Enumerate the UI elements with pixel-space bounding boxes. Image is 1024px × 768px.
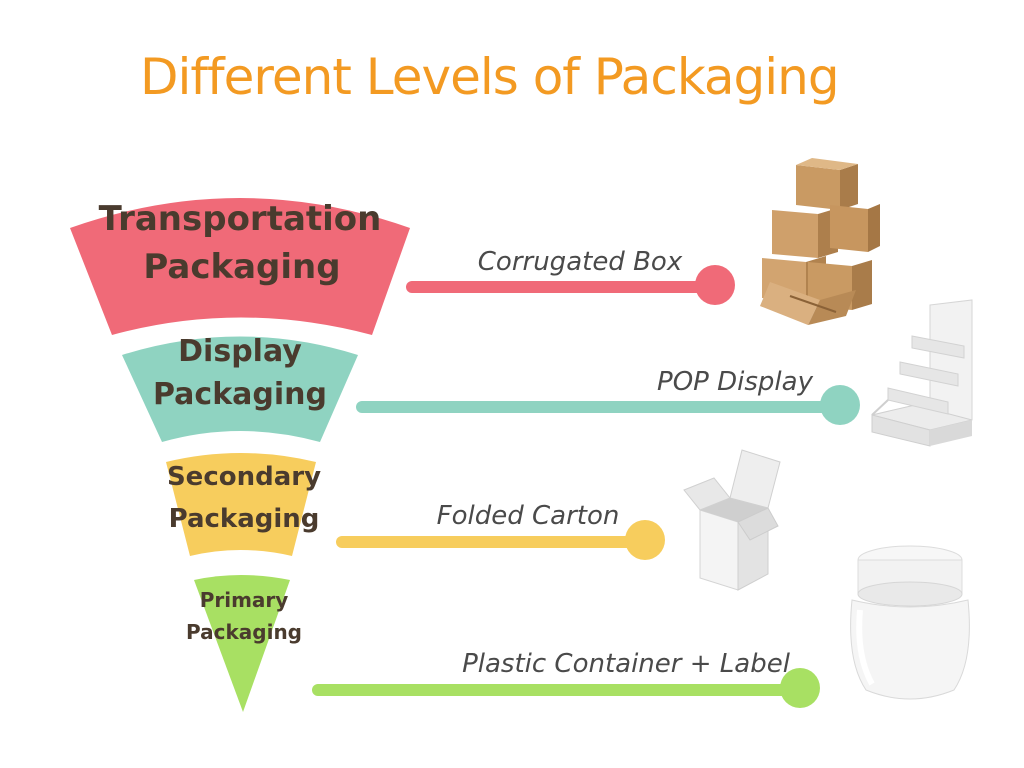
corrugated-boxes-image	[760, 158, 880, 325]
level-label-transportation-2: Packaging	[143, 247, 340, 287]
connector-dot-secondary	[625, 520, 665, 560]
funnel-segment-display	[122, 336, 358, 442]
level-label-display-1: Display	[178, 334, 302, 369]
funnel-segment-transportation	[70, 198, 410, 335]
folded-carton-image	[683, 449, 781, 591]
level-label-secondary-1: Secondary	[167, 462, 321, 492]
funnel-segment-primary	[194, 575, 290, 712]
example-label-primary: Plastic Container + Label	[462, 649, 791, 679]
funnel-segment-secondary	[166, 453, 316, 556]
example-label-secondary: Folded Carton	[437, 501, 620, 531]
pop-display-stand-image	[871, 299, 973, 447]
level-label-display-2: Packaging	[153, 377, 327, 412]
level-label-secondary-2: Packaging	[169, 504, 320, 534]
level-label-primary-2: Packaging	[186, 620, 302, 644]
level-label-primary-1: Primary	[200, 588, 289, 612]
example-label-transportation: Corrugated Box	[478, 247, 683, 277]
level-label-transportation-1: Transportation	[99, 199, 382, 239]
plastic-jar-image	[850, 545, 970, 700]
connector-dot-primary	[780, 668, 820, 708]
connector-dot-transportation	[695, 265, 735, 305]
example-label-display: POP Display	[657, 367, 814, 397]
page-title: Different Levels of Packaging	[140, 48, 840, 106]
connector-dot-display	[820, 385, 860, 425]
